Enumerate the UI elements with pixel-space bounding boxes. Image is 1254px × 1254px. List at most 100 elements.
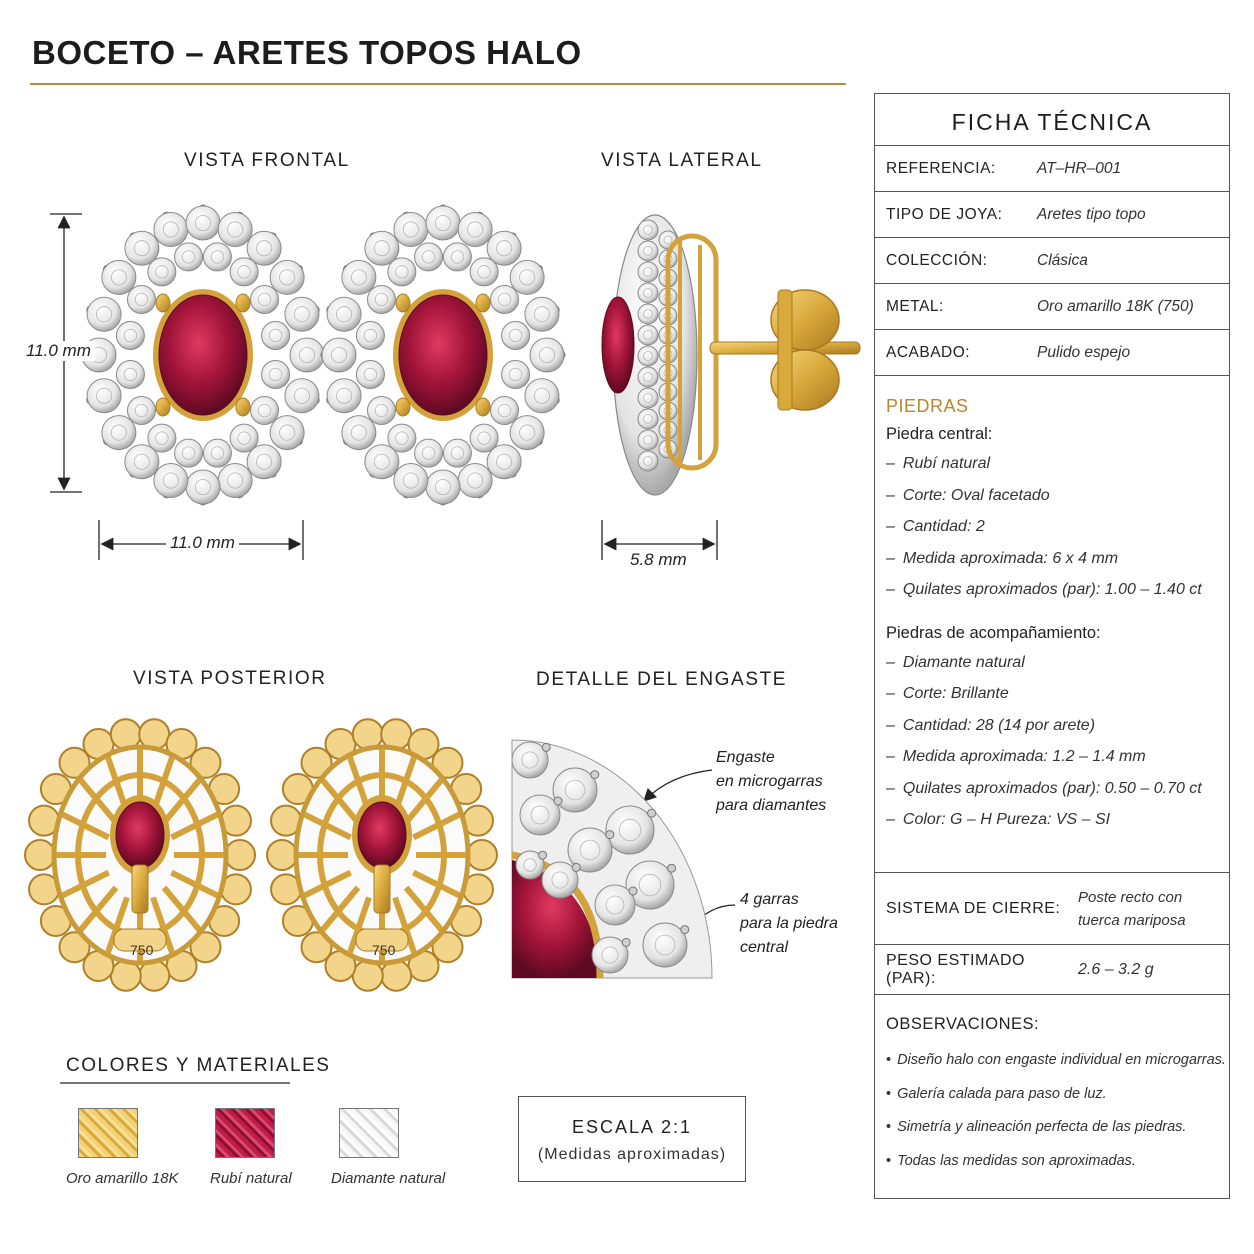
prong	[235, 293, 251, 313]
gallery-loop	[300, 746, 333, 779]
accent-stone-text: Medida aproximada: 1.2 – 1.4 mm	[902, 748, 1146, 765]
diamond-stone	[414, 242, 444, 272]
central-stone-item: –Quilates aproximados (par): 1.00 – 1.40…	[886, 581, 1202, 598]
gallery-loop	[58, 746, 91, 779]
diamond-stone	[637, 240, 659, 262]
microprong	[667, 863, 677, 873]
diamond-stone	[511, 741, 549, 779]
gallery-loop	[24, 839, 56, 871]
swatch-gold	[78, 1108, 138, 1158]
gallery-bar	[392, 896, 417, 954]
diamond-stone	[642, 922, 688, 968]
microprong	[621, 937, 631, 947]
diamond-stone	[594, 884, 636, 926]
diamond-stone	[147, 257, 177, 287]
diamond-stone	[515, 850, 545, 880]
diamond-stone	[637, 366, 659, 388]
diamond-stone	[637, 408, 659, 430]
closure-row: SISTEMA DE CIERRE: Poste recto con tuerc…	[875, 873, 1229, 945]
accent-stone-text: Cantidad: 28 (14 por arete)	[902, 716, 1096, 734]
diamond-stone	[501, 360, 531, 390]
setting-detail	[511, 739, 713, 979]
central-stone-text: Cantidad: 2	[902, 518, 985, 535]
diamond-stone	[86, 296, 122, 332]
accent-stone-item: –Color: G – H Pureza: VS – SI	[886, 811, 1111, 828]
spec-heading: FICHA TÉCNICA	[875, 94, 1229, 146]
title-divider	[30, 83, 846, 85]
spec-key: REFERENCIA:	[886, 159, 996, 177]
gallery-bar	[61, 869, 110, 899]
diamond-stone	[552, 767, 598, 813]
microprong	[680, 925, 690, 935]
diamond-stone	[637, 282, 659, 304]
diamond-stone	[250, 396, 280, 426]
diamond-stone	[457, 211, 493, 247]
scale-note: (Medidas aproximadas)	[537, 1146, 727, 1163]
diamond-stone	[202, 242, 232, 272]
accent-stone-item: –Quilates aproximados (par): 0.50 – 0.70…	[886, 779, 1202, 797]
spec-row-type: TIPO DE JOYA: Aretes tipo topo	[875, 192, 1229, 238]
callout-arrow-microprongs	[643, 769, 713, 802]
swatch-label-gold: Oro amarillo 18K	[66, 1170, 179, 1187]
ruby-stone	[115, 801, 165, 869]
diamond-stone	[250, 284, 280, 314]
swatch-label-ruby: Rubí natural	[210, 1170, 292, 1187]
frontal-earrings	[80, 204, 566, 506]
central-stone-item: –Cantidad: 2	[886, 518, 985, 535]
diamond-stone	[124, 444, 160, 480]
gallery-loop	[266, 839, 298, 871]
diamond-stone	[217, 463, 253, 499]
diamond-stone	[174, 438, 204, 468]
diamond-stone	[524, 296, 560, 332]
accent-stone-text: Color: G – H Pureza: VS – SI	[902, 811, 1111, 828]
central-stone-item: –Medida aproximada: 6 x 4 mm	[886, 549, 1119, 567]
diamond-stone	[605, 805, 655, 855]
prong	[475, 397, 491, 417]
spec-value: AT–HR–001	[1037, 159, 1122, 177]
central-stone-text: Corte: Oval facetado	[902, 486, 1050, 504]
diamond-stone	[387, 257, 417, 287]
diamond-stone	[425, 205, 461, 241]
diamond-stone	[567, 827, 613, 873]
diamond-stone	[246, 444, 282, 480]
page-title: BOCETO – ARETES TOPOS HALO	[32, 34, 582, 71]
spec-value: Clásica	[1037, 251, 1088, 269]
diamond-stone	[321, 337, 357, 373]
diamond-stone	[269, 259, 305, 295]
diamond-stone	[490, 284, 520, 314]
posterior-earrings	[24, 718, 498, 992]
diamond-stone	[217, 211, 253, 247]
diamond-stone	[541, 861, 579, 899]
observation-item: •Diseño halo con engaste individual en m…	[886, 1052, 1226, 1068]
prong	[475, 293, 491, 313]
gallery-bar	[320, 885, 361, 932]
callout-prongs-line: 4 garras	[740, 891, 799, 908]
hallmark-right: 750	[372, 942, 396, 958]
diamond-stone	[591, 936, 629, 974]
diamond-stone	[509, 259, 545, 295]
diamond-stone	[501, 320, 531, 350]
gallery-loop	[189, 931, 222, 964]
gallery-loop	[431, 746, 464, 779]
spec-sheet: FICHA TÉCNICA REFERENCIA: AT–HR–001 TIPO…	[874, 93, 1230, 1199]
observation-text: Simetría y alineación perfecta de las pi…	[897, 1119, 1187, 1135]
swatch-label-diamond: Diamante natural	[331, 1170, 446, 1187]
spec-key: COLECCIÓN:	[886, 251, 988, 269]
diamond-stone	[524, 378, 560, 414]
diamond-stone	[637, 387, 659, 409]
materials-title: COLORES Y MATERIALES	[66, 1055, 331, 1076]
diamond-stone	[366, 396, 396, 426]
accent-stone-text: Quilates aproximados (par): 0.50 – 0.70 …	[902, 779, 1202, 797]
diamond-stone	[393, 463, 429, 499]
gallery-bar	[303, 811, 352, 841]
dim-height-label: 11.0 mm	[22, 341, 95, 361]
post	[373, 864, 391, 914]
closure-key: SISTEMA DE CIERRE:	[886, 899, 1061, 917]
diamond-stone	[442, 438, 472, 468]
view-label-detail: DETALLE DEL ENGASTE	[536, 669, 788, 690]
closure-value: Poste recto con tuerca mariposa	[1078, 886, 1186, 932]
gallery-bar	[412, 811, 461, 841]
callout-microprongs-line: para diamantes	[716, 797, 827, 814]
hallmark-plate	[113, 928, 167, 952]
central-stone-item: –Rubí natural	[886, 455, 991, 472]
